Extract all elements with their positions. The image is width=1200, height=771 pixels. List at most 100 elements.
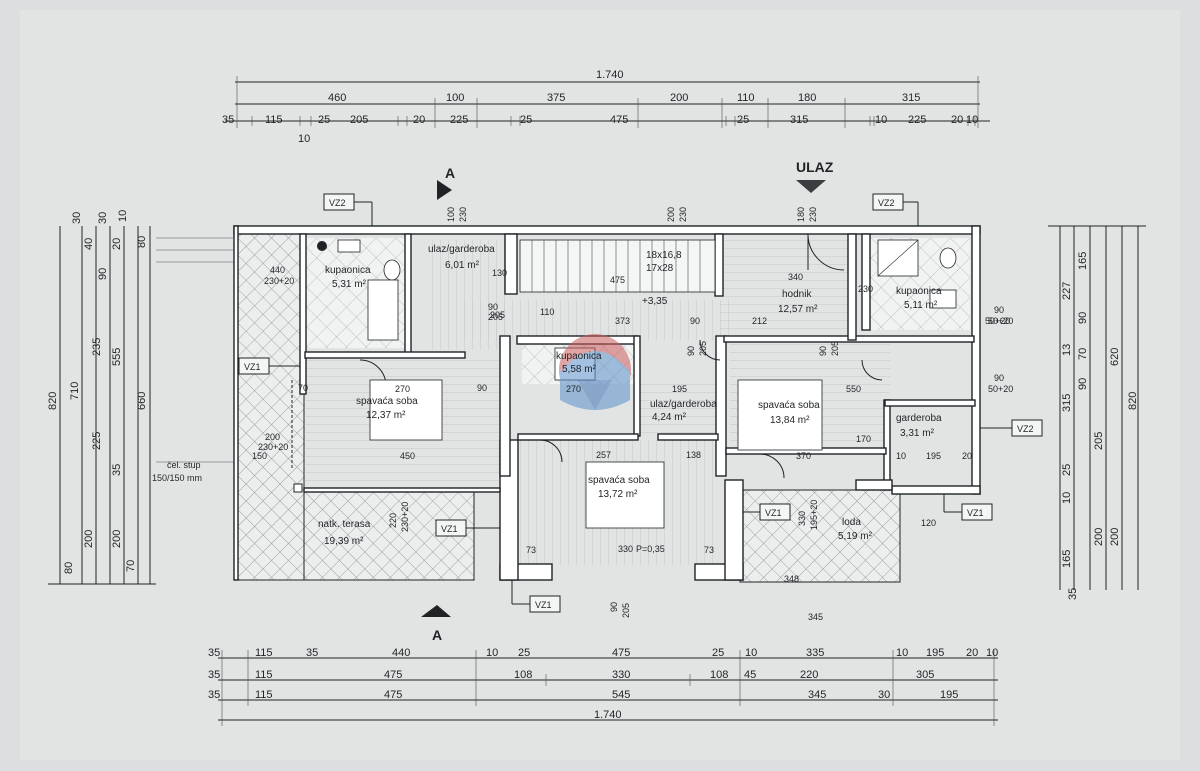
room-area: 13,84 m² (770, 415, 810, 426)
top-dim: 375 (547, 92, 565, 104)
room-area: 5,58 m² (562, 364, 597, 375)
left-dim: 70 (125, 560, 137, 572)
left-dim: 35 (111, 464, 123, 476)
bottom-dim: 220 (800, 669, 818, 681)
opening-dim: 440 (270, 265, 285, 275)
left-dim: 30 (71, 212, 83, 224)
opening-dim: 195+20 (809, 500, 819, 530)
bottom-dim: 10 (986, 647, 998, 659)
top-dim: 115 (265, 114, 283, 126)
section-marker-bottom: A (421, 605, 451, 643)
opening-dim: 230+20 (264, 276, 294, 286)
opening-dim: 205 (621, 603, 631, 618)
bottom-dim: 108 (710, 669, 728, 681)
interior-dim: 270 (566, 384, 581, 394)
top-dim: 10 (875, 114, 887, 126)
interior-dim: 230 (858, 284, 873, 294)
bottom-dim: 475 (612, 647, 630, 659)
window-tag: VZ2 (329, 198, 346, 208)
bottom-total-dim: 1.740 (594, 709, 622, 721)
room-name: ulaz/garderoba (650, 399, 717, 410)
opening-dim: 50+20 (988, 316, 1013, 326)
room-area: 12,57 m² (778, 304, 818, 315)
entrance-label: ULAZ (796, 159, 834, 175)
window-tag: VZ2 (878, 198, 895, 208)
right-dim: 90 (1077, 378, 1089, 390)
opening-dim: 230 (458, 207, 468, 222)
interior-dim: 73 (526, 545, 536, 555)
bottom-dim: 30 (878, 689, 890, 701)
bottom-dim: 305 (916, 669, 934, 681)
opening-dim: 230 (678, 207, 688, 222)
building: 18x16,8 17x28 +3,35 (233, 225, 981, 583)
top-dim: 20 (951, 114, 963, 126)
room-area: 5,11 m² (904, 300, 938, 311)
opening-dim: 220 (388, 513, 398, 528)
interior-dim: 70 (298, 383, 308, 393)
window-tag: VZ1 (967, 508, 984, 518)
window-tags: VZ2 VZ2 VZ1 VZ1 VZ1 VZ1 VZ2 VZ1 (238, 193, 1043, 613)
interior-dim: 330 (618, 544, 633, 554)
top-dim: 180 (798, 92, 816, 104)
bottom-dim: 10 (486, 647, 498, 659)
left-dim: 820 (47, 392, 59, 410)
bottom-dim: 35 (208, 669, 220, 681)
right-dim: 620 (1109, 348, 1121, 366)
room-name: loda (842, 517, 861, 528)
bottom-dim: 20 (966, 647, 978, 659)
left-dim: 40 (83, 238, 95, 250)
left-dim: 30 (97, 212, 109, 224)
opening-dim: 205 (830, 341, 840, 356)
bottom-dim: 45 (744, 669, 756, 681)
terrace-level: P=0,35 (636, 544, 665, 554)
interior-dim: 370 (796, 451, 811, 461)
top-dim: 225 (450, 114, 468, 126)
right-dim: 13 (1061, 344, 1073, 356)
top-dim: 25 (520, 114, 532, 126)
stair: 18x16,8 17x28 +3,35 (519, 239, 716, 307)
room-name: natk. terasa (318, 519, 371, 530)
top-dim: 315 (790, 114, 808, 126)
room-name: ulaz/garderoba (428, 244, 495, 255)
bottom-dim: 545 (612, 689, 630, 701)
right-dim: 315 (1061, 394, 1073, 412)
interior-dim: 212 (752, 316, 767, 326)
interior-dim: 200 (265, 432, 280, 442)
top-total-dim: 1.740 (596, 69, 624, 81)
interior-dim: 550 (846, 384, 861, 394)
bottom-dim: 345 (808, 689, 826, 701)
right-dim: 70 (1077, 348, 1089, 360)
room-name: garderoba (896, 413, 942, 424)
top-dim: 10 (298, 133, 310, 145)
top-dim: 20 (413, 114, 425, 126)
bottom-dim: 335 (806, 647, 824, 659)
opening-labels: 100 230 200 230 180 230 90 205 90 205 90… (264, 207, 1013, 618)
room-area: 13,72 m² (598, 489, 638, 500)
bottom-dim: 10 (896, 647, 908, 659)
top-dim: 205 (350, 114, 368, 126)
room-name: hodnik (782, 289, 812, 300)
room-name: kupaonica (896, 286, 942, 297)
interior-dim: 73 (704, 545, 714, 555)
bottom-dim: 25 (712, 647, 724, 659)
bottom-dim: 195 (926, 647, 944, 659)
top-dim: 35 (222, 114, 234, 126)
opening-dim: 50+20 (988, 384, 1013, 394)
opening-dim: 200 (666, 207, 676, 222)
opening-dim: 180 (796, 207, 806, 222)
room-name: spavaća soba (356, 396, 418, 407)
room-area: 19,39 m² (324, 536, 364, 547)
room-area: 5,31 m² (332, 279, 367, 290)
room-name: kupaonica (556, 351, 602, 362)
fixtures (293, 239, 957, 529)
interior-dim: 90 (690, 316, 700, 326)
interior-dim: 475 (610, 275, 625, 285)
top-dim: 25 (737, 114, 749, 126)
bottom-dim: 35 (208, 647, 220, 659)
bottom-dimensions: 35 115 35 440 10 25 475 25 10 335 10 195… (208, 647, 998, 726)
interior-dim: 205 (490, 310, 505, 320)
room-area: 5,19 m² (838, 531, 873, 542)
room-labels: kupaonica 5,31 m² ulaz/garderoba 6,01 m²… (152, 244, 942, 554)
interior-dimensions: 475 340 373 212 270 270 195 550 450 257 … (252, 268, 1010, 622)
opening-dim: 100 (446, 207, 456, 222)
